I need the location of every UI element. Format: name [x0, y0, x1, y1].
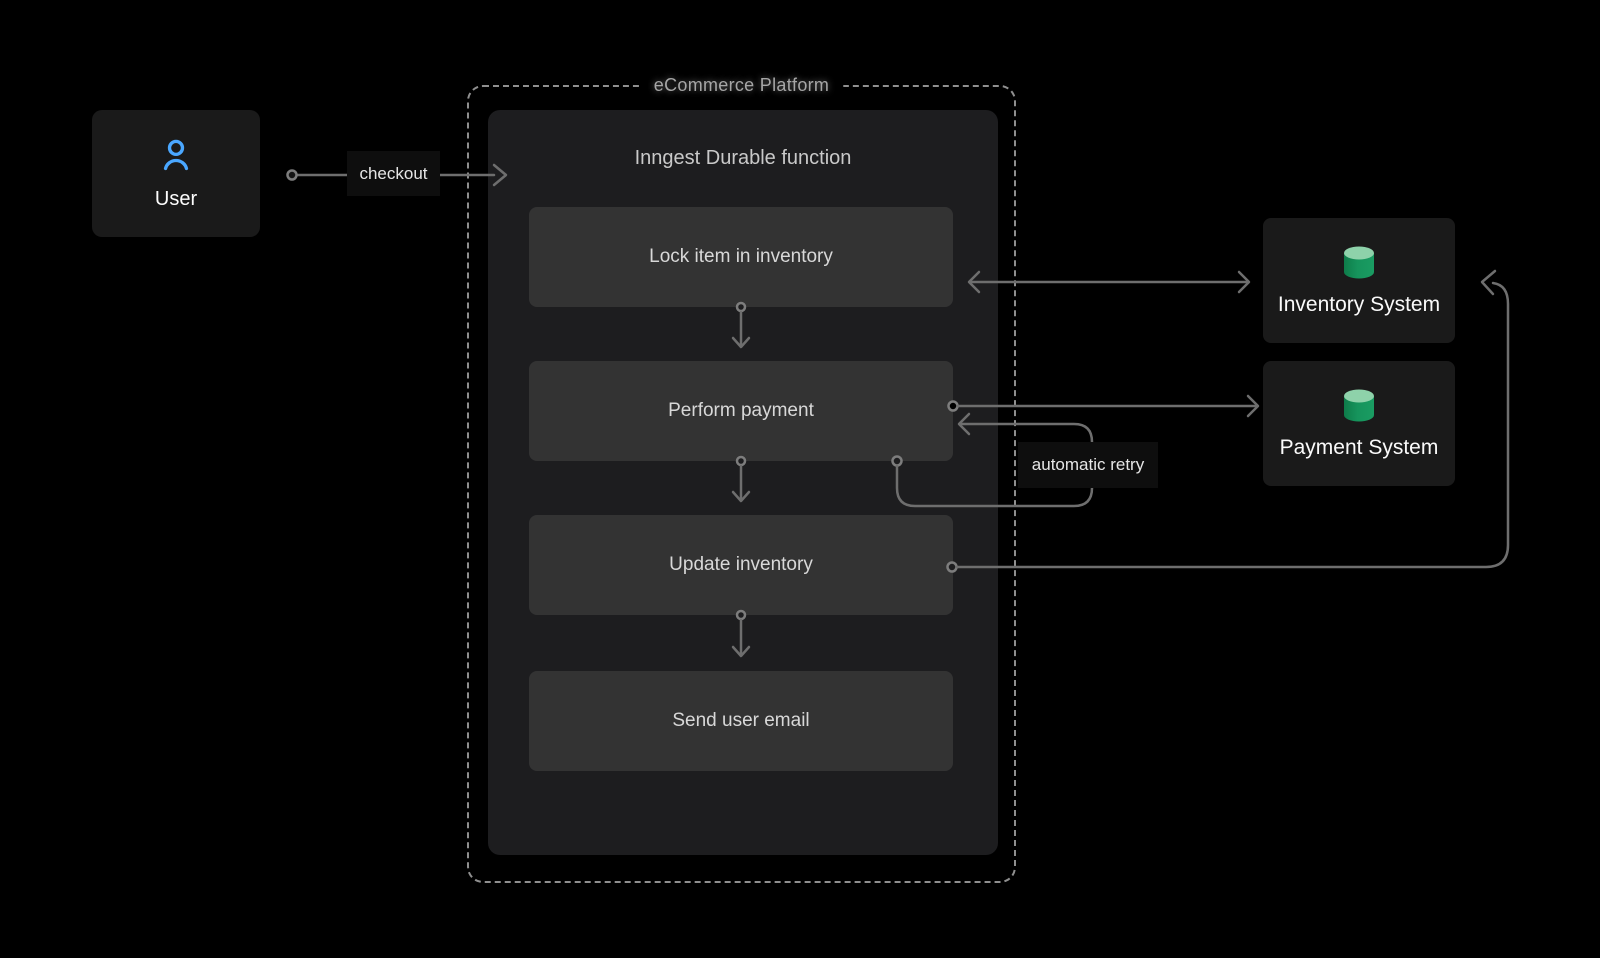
payment-system-label: Payment System	[1279, 435, 1439, 459]
checkout-edge-label: checkout	[347, 151, 440, 196]
user-node: User	[92, 110, 260, 237]
retry-edge-label: automatic retry	[1018, 442, 1158, 488]
inventory-system-label: Inventory System	[1277, 292, 1441, 316]
platform-title: eCommerce Platform	[639, 75, 844, 96]
inventory-system-node: Inventory System	[1263, 218, 1455, 343]
user-node-label: User	[154, 188, 198, 210]
function-panel: Inngest Durable function Lock item in in…	[488, 110, 998, 855]
database-icon	[1343, 388, 1375, 424]
user-icon	[157, 136, 195, 174]
step-lock-item: Lock item in inventory	[529, 207, 953, 307]
payment-system-node: Payment System	[1263, 361, 1455, 486]
function-panel-title: Inngest Durable function	[634, 147, 852, 169]
step-send-email: Send user email	[529, 671, 953, 771]
step-perform-payment: Perform payment	[529, 361, 953, 461]
database-icon	[1343, 245, 1375, 281]
step-update-inventory: Update inventory	[529, 515, 953, 615]
